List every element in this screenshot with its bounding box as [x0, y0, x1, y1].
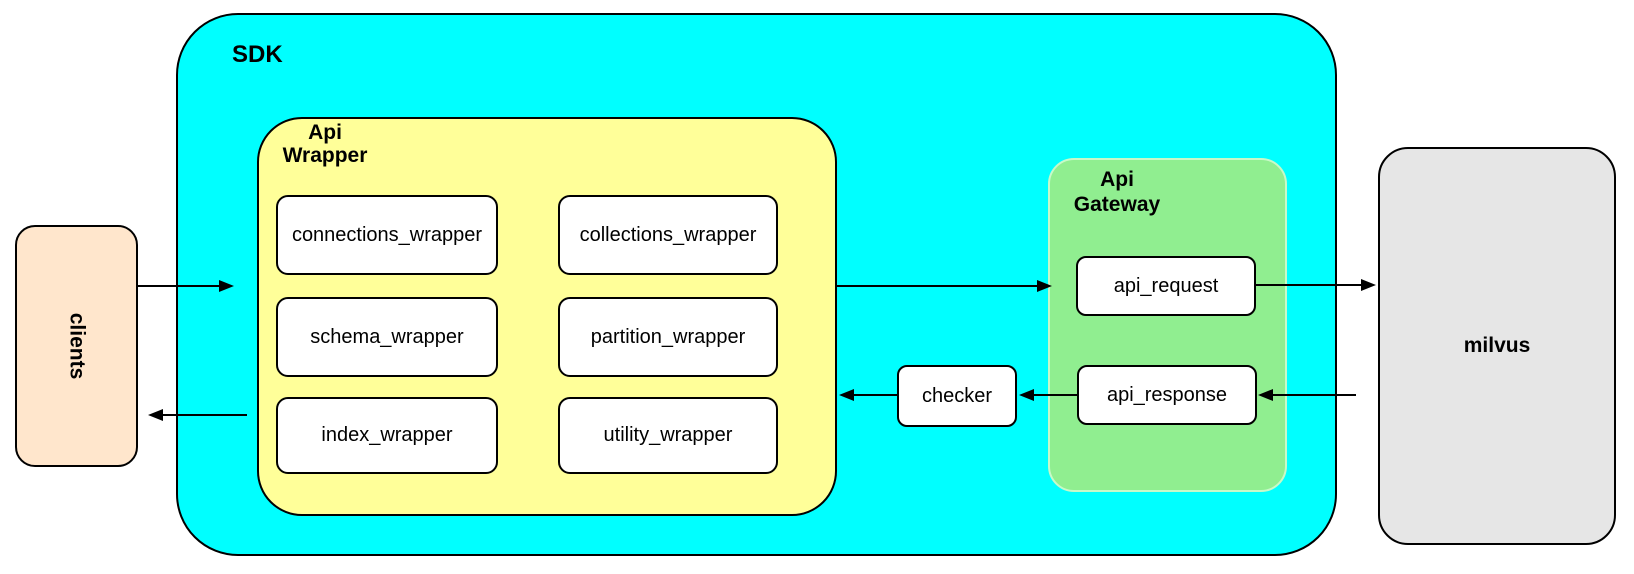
- checker-node: checker: [897, 365, 1017, 427]
- arrow-checker-to-wrapper-head-icon: [839, 389, 854, 401]
- api-wrapper-label-line2: Wrapper: [282, 144, 368, 167]
- sdk-label: SDK: [232, 41, 283, 68]
- arrow-wrapper-to-api-request-head-icon: [1037, 280, 1052, 292]
- connections-wrapper-node: connections_wrapper: [276, 195, 498, 275]
- partition-wrapper-node: partition_wrapper: [558, 297, 778, 377]
- arrow-clients-to-sdk-head-icon: [219, 280, 234, 292]
- api-gateway-label: Api Gateway: [1057, 167, 1177, 217]
- arrow-clients-to-sdk-line: [138, 285, 220, 287]
- index-wrapper-node: index_wrapper: [276, 397, 498, 474]
- arrow-milvus-to-api-response-line: [1272, 394, 1356, 396]
- arrow-sdk-to-clients-head-icon: [148, 409, 163, 421]
- utility-wrapper-node: utility_wrapper: [558, 397, 778, 474]
- arrow-api-response-to-checker-head-icon: [1019, 389, 1034, 401]
- collections-wrapper-node: collections_wrapper: [558, 195, 778, 275]
- api-wrapper-label: Api Wrapper: [270, 121, 380, 167]
- api-request-node: api_request: [1076, 256, 1256, 316]
- arrow-milvus-to-api-response-head-icon: [1258, 389, 1273, 401]
- arrow-api-response-to-checker-line: [1033, 394, 1077, 396]
- arrow-checker-to-wrapper-line: [853, 394, 897, 396]
- api-response-node: api_response: [1077, 365, 1257, 425]
- arrow-wrapper-to-api-request-line: [836, 285, 1038, 287]
- milvus-node: milvus: [1378, 147, 1616, 545]
- api-wrapper-label-line1: Api: [308, 121, 342, 144]
- schema-wrapper-node: schema_wrapper: [276, 297, 498, 377]
- api-gateway-container: [1048, 158, 1287, 492]
- arrow-api-request-to-milvus-head-icon: [1361, 279, 1376, 291]
- clients-label: clients: [65, 312, 89, 380]
- arrow-sdk-to-clients-line: [162, 414, 247, 416]
- arrow-api-request-to-milvus-line: [1256, 284, 1362, 286]
- clients-node: clients: [15, 225, 138, 467]
- api-gateway-label-line1: Api: [1100, 168, 1134, 191]
- api-gateway-label-line2: Gateway: [1073, 193, 1161, 216]
